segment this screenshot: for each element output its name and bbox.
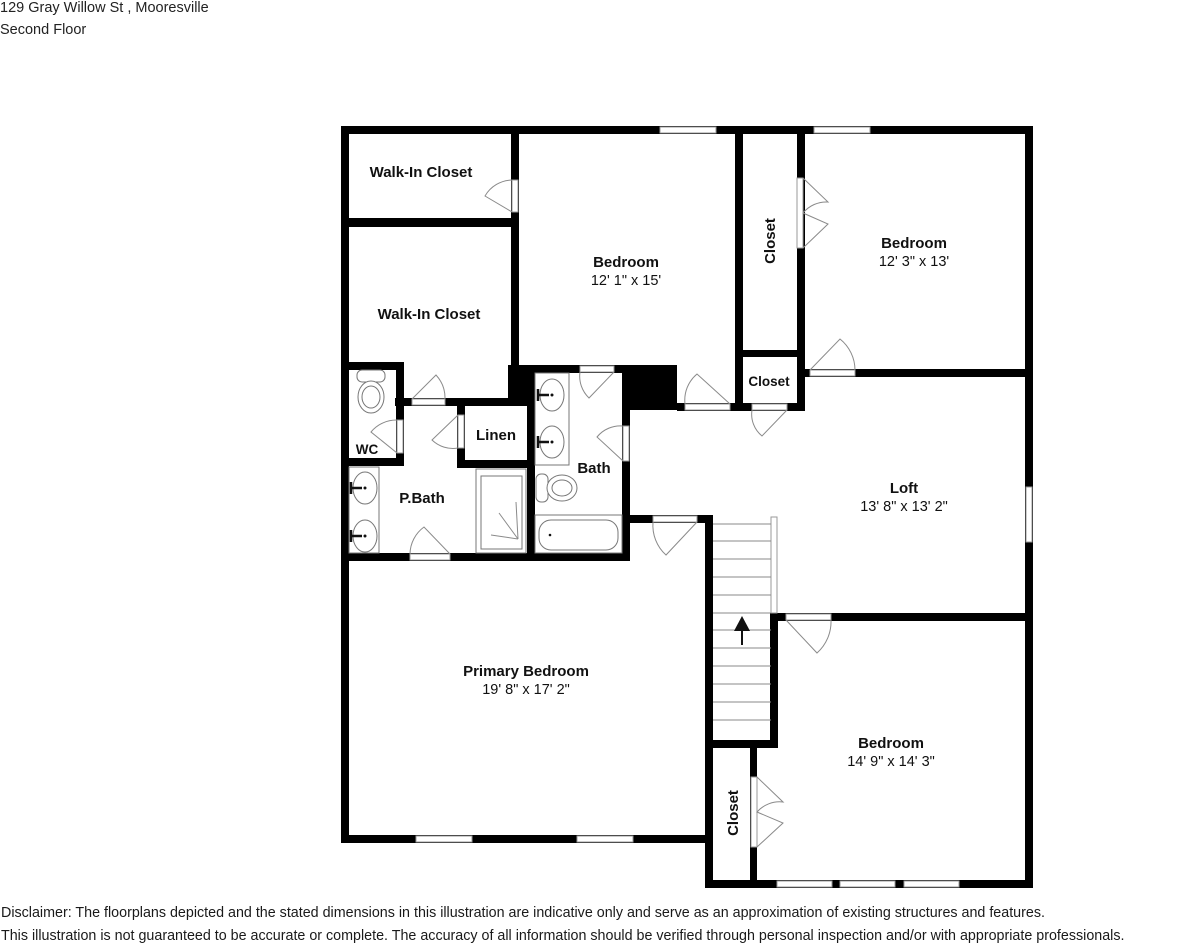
toilet-icon [535, 473, 578, 503]
room-linen: Linen [476, 427, 516, 444]
room-walk-in-closet-1: Walk-In Closet [370, 164, 473, 181]
disclaimer-line-1: Disclaimer: The floorplans depicted and … [1, 905, 1045, 921]
room-bedroom-2-name: Bedroom [593, 254, 659, 271]
room-primary-bedroom-dims: 19' 8" x 17' 2" [482, 682, 570, 698]
toilet-icon [356, 369, 386, 414]
room-labels: Walk-In Closet Walk-In Closet Bedroom 12… [356, 164, 950, 836]
room-closet-lower: Closet [725, 790, 742, 836]
fixtures [348, 369, 623, 554]
room-closet-small: Closet [748, 374, 790, 389]
room-primary-bath: P.Bath [399, 490, 445, 507]
room-loft-name: Loft [890, 480, 918, 497]
sink-icon [536, 378, 565, 412]
room-bath: Bath [577, 460, 610, 477]
staircase [713, 523, 771, 721]
room-bedroom-4-name: Bedroom [858, 735, 924, 752]
floor-label: Second Floor [0, 22, 87, 38]
doors [370, 177, 856, 848]
room-loft-dims: 13' 8" x 13' 2" [860, 499, 948, 515]
disclaimer-line-2: This illustration is not guaranteed to b… [1, 928, 1125, 944]
room-walk-in-closet-2: Walk-In Closet [378, 306, 481, 323]
sink-icon [349, 471, 378, 505]
room-bedroom-3-dims: 12' 3" x 13' [879, 254, 950, 270]
room-bedroom-3-name: Bedroom [881, 235, 947, 252]
sink-icon [349, 519, 378, 553]
room-closet-tall: Closet [762, 218, 779, 264]
room-wc: WC [356, 442, 379, 457]
arrow-up-icon [734, 616, 750, 645]
windows [415, 126, 1033, 888]
property-address: 129 Gray Willow St , Mooresville [0, 0, 209, 16]
room-primary-bedroom-name: Primary Bedroom [463, 663, 589, 680]
sink-icon [536, 425, 565, 459]
bathtub-icon [534, 514, 623, 554]
shower-icon [475, 468, 527, 554]
room-bedroom-4-dims: 14' 9" x 14' 3" [847, 754, 935, 770]
room-bedroom-2-dims: 12' 1" x 15' [591, 273, 662, 289]
